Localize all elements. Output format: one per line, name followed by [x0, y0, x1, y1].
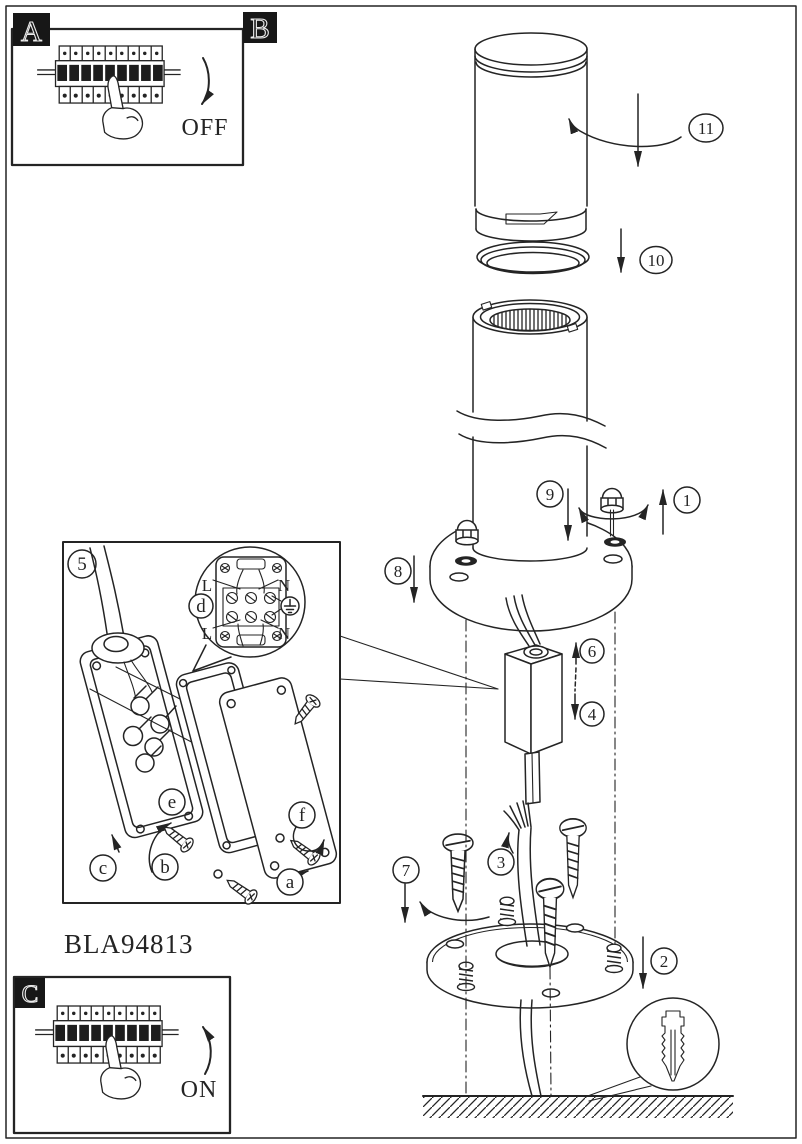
- terminal-label-n-bottom: N: [278, 624, 290, 643]
- product-code: BLA94813: [64, 929, 194, 959]
- callout-b-badge: b: [160, 857, 170, 878]
- post-tube: [456, 299, 607, 562]
- detail-leader-line: [339, 678, 499, 690]
- callout-c: c: [89, 834, 122, 882]
- cable-grommet: [91, 632, 145, 664]
- flange-hole-right: [603, 554, 623, 564]
- earth-ground-icon: [280, 596, 300, 616]
- rotate-arrow: [148, 822, 172, 873]
- mains-cable: [503, 800, 542, 1097]
- wood-screw: [442, 833, 474, 913]
- detail-view-5: 5: [62, 541, 341, 907]
- washer-left: [455, 556, 477, 566]
- step-6-4-indicators: 6 4: [571, 638, 605, 727]
- threaded-stud: [497, 896, 517, 927]
- callout-b: b: [148, 822, 179, 881]
- wall-plug-anchor: [661, 1010, 685, 1082]
- callout-f-badge: f: [299, 805, 306, 826]
- break-line: [458, 433, 607, 449]
- step-9-indicators: 9: [536, 480, 572, 541]
- step-1-badge: 1: [683, 491, 692, 510]
- wall-plug-detail: [584, 997, 720, 1102]
- supply-cable: [89, 547, 109, 641]
- bayonet-notch: [505, 211, 558, 225]
- ground-surface: [422, 1095, 734, 1118]
- step-10-badge: 10: [648, 251, 665, 270]
- screw-hole: [275, 833, 285, 843]
- terminal-label-n-top: N: [278, 576, 290, 595]
- step-7-indicators: 7: [392, 856, 490, 923]
- flange-hole-left: [449, 572, 469, 582]
- panel-a-tag: A: [21, 16, 42, 48]
- step-10-indicators: 10: [617, 228, 673, 275]
- hanging-junction-box: [504, 594, 563, 805]
- wires: [505, 594, 541, 647]
- step-5-badge: 5: [77, 554, 87, 575]
- flange-fasteners: [449, 487, 649, 582]
- panel-a-tag-box: [13, 13, 50, 46]
- callout-e: e: [158, 788, 186, 816]
- panel-b-tag-group: B: [243, 12, 277, 46]
- step-3-badge: 3: [497, 853, 506, 872]
- terminal-balloon: L N L N d: [188, 546, 306, 672]
- wire-connectors: [122, 685, 177, 773]
- break-line: [456, 410, 606, 427]
- callout-e-badge: e: [168, 792, 176, 813]
- panel-c-caption: ON: [181, 1077, 218, 1103]
- terminal-label-l-bottom: L: [202, 624, 212, 643]
- panel-c-switch-on: C ON: [12, 975, 232, 1135]
- step-4-badge: 4: [588, 705, 597, 724]
- terminal-block: [215, 556, 287, 648]
- panel-b-tag-box: [243, 12, 277, 43]
- rotate-arrow: [292, 826, 325, 856]
- step-7-badge: 7: [402, 861, 411, 880]
- step-3-indicators: 3: [487, 832, 515, 876]
- center-lines: [465, 611, 616, 1096]
- panel-b-tag: B: [250, 13, 269, 45]
- step-11-badge: 11: [698, 119, 714, 138]
- on-direction-arrow: [202, 1026, 215, 1075]
- rotate-arrow: [419, 901, 490, 921]
- step-1-indicators: 1: [659, 486, 701, 535]
- page-border: [5, 5, 797, 1139]
- callout-a: a: [276, 868, 309, 896]
- washer-right: [604, 537, 626, 547]
- step-6-badge: 6: [588, 642, 597, 661]
- up-arrow: [111, 834, 122, 853]
- step-9-badge: 9: [546, 485, 555, 504]
- panel-c-tag: C: [22, 981, 39, 1008]
- lamp-grille: [489, 308, 571, 332]
- stripped-wires: [503, 800, 532, 831]
- rotate-arrow: [568, 118, 682, 148]
- callout-a-badge: a: [286, 872, 295, 893]
- cap-nut-right: [600, 487, 624, 514]
- callout-d-badge: d: [196, 596, 206, 617]
- up-arrow: [501, 832, 514, 854]
- callout-c-badge: c: [99, 858, 107, 879]
- off-direction-arrow: [201, 57, 214, 105]
- callout-f: f: [288, 801, 325, 856]
- o-ring-gasket: [476, 241, 590, 275]
- panel-a-switch-off: A OFF: [10, 13, 245, 167]
- rotate-arrow: [578, 504, 649, 524]
- base-plate: [426, 923, 634, 1009]
- step-8-badge: 8: [394, 562, 403, 581]
- alignment-line: [89, 688, 204, 749]
- step-2-badge: 2: [660, 952, 669, 971]
- step-2-indicators: 2: [639, 936, 678, 989]
- screw-hole: [213, 869, 223, 879]
- panel-a-caption: OFF: [181, 115, 228, 141]
- step-8-indicators: 8: [384, 555, 418, 603]
- cap-nut-left: [455, 519, 479, 546]
- step-11-indicators: 11: [568, 93, 724, 167]
- panel-c-tag-box: [15, 978, 45, 1008]
- detail-leader-line: [339, 635, 499, 690]
- terminal-label-l-top: L: [202, 576, 212, 595]
- lamp-shade: [474, 32, 588, 242]
